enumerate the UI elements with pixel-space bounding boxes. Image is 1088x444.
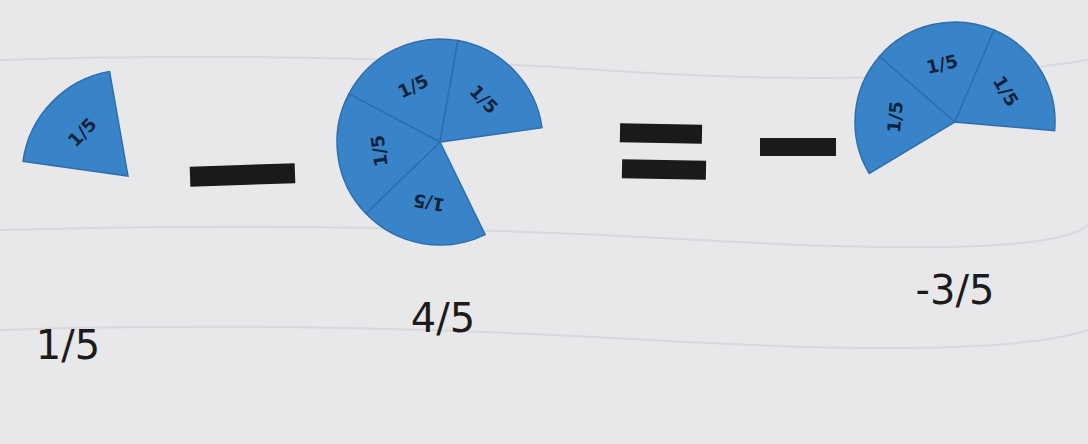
equals-bar bbox=[622, 159, 706, 179]
piece-shape bbox=[22, 70, 234, 282]
equals-bar bbox=[620, 123, 702, 143]
piece-wedge bbox=[440, 41, 542, 142]
fraction-label: 4/5 bbox=[411, 295, 475, 341]
fraction-label: 1/5 bbox=[36, 322, 100, 368]
piece-fraction: 1/5 bbox=[366, 133, 391, 167]
piece-wedge bbox=[955, 30, 1055, 131]
minus-bar bbox=[760, 138, 836, 156]
fraction-label: -3/5 bbox=[916, 267, 995, 313]
minus-bar bbox=[190, 163, 296, 187]
piece-wedge bbox=[349, 39, 458, 142]
piece-fraction: 1/5 bbox=[883, 100, 907, 133]
wood-grain bbox=[0, 57, 1088, 348]
piece-wedge bbox=[23, 72, 128, 176]
fraction-piece: 1/5 bbox=[22, 70, 234, 282]
